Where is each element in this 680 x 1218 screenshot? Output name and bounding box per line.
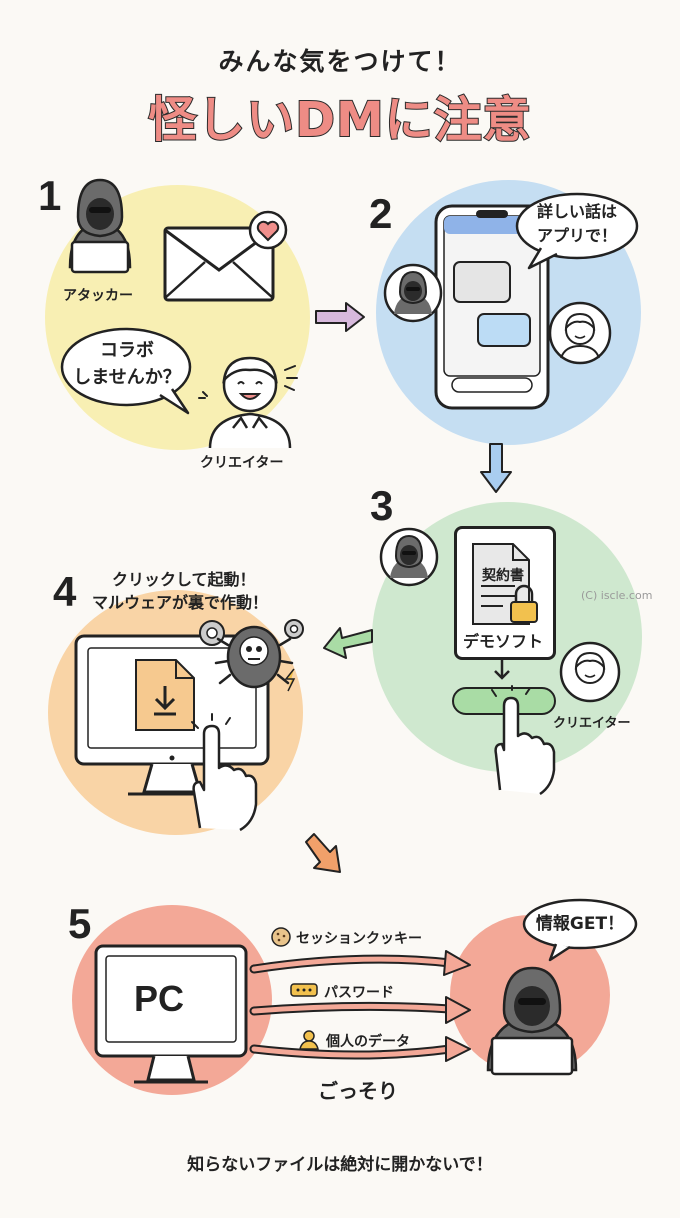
step4-caption-line1: クリックして起動！ <box>112 570 256 589</box>
attacker-avatar-3 <box>379 527 439 587</box>
attacker-avatar-2 <box>383 263 443 323</box>
password-label: パスワード <box>324 985 394 1001</box>
bubble-1-line-1: コラボ しませんか？ <box>73 340 181 388</box>
session-cookie-label: セッションクッキー <box>296 931 422 947</box>
step-number-5: 5 <box>68 900 92 947</box>
creator-avatar-3 <box>559 641 621 703</box>
file-download-icon <box>135 659 195 731</box>
bubble-2-text: 詳しい話は アプリで！ <box>536 202 617 245</box>
software-label: デモソフト <box>462 632 543 651</box>
data-flow-arrows <box>249 950 471 1062</box>
mail-heart-icon <box>163 210 288 302</box>
step-number-4: 4 <box>53 568 77 615</box>
speech-bubble-2 <box>515 192 639 270</box>
bubble-text-2: 詳しい話は アプリで！ <box>517 200 637 248</box>
sneak-label: ごっそり <box>318 1079 398 1103</box>
bubble-text-1: コラボ しませんか？ <box>62 337 192 391</box>
footer-warning: 知らないファイルは絶対に開かないで！ <box>187 1155 493 1175</box>
subtitle: みんな気をつけて！ <box>218 47 462 76</box>
person-data-icon <box>299 1030 319 1050</box>
creator-happy-icon <box>198 356 298 449</box>
step-number-2: 2 <box>369 190 393 237</box>
arrow-step1-to-2 <box>315 302 365 332</box>
arrow-step4-to-5 <box>305 833 341 873</box>
step-number-3: 3 <box>370 482 394 529</box>
personal-data-label: 個人のデータ <box>326 1034 410 1050</box>
bubble-text-5: 情報GET！ <box>535 914 625 934</box>
page-title: 怪しいDMに注意 <box>147 91 532 149</box>
cookie-icon <box>271 927 291 947</box>
attacker-label: アタッカー <box>63 288 133 304</box>
creator-label-1: クリエイター <box>200 455 284 471</box>
smartphone-icon <box>434 204 550 410</box>
download-arrow-icon <box>494 660 510 680</box>
pointing-hand-icon-3 <box>491 685 556 796</box>
contract-document-icon <box>472 543 538 625</box>
speech-bubble-1 <box>60 327 192 415</box>
contract-label: 契約書 <box>482 568 524 584</box>
attacker-icon-5 <box>486 966 578 1076</box>
speech-bubble-5 <box>522 898 638 962</box>
monitor-icon-5 <box>94 944 248 1084</box>
arrow-step2-to-3 <box>480 443 512 493</box>
pc-label: PC <box>134 978 185 1019</box>
step4-caption-line2: マルウェアが裏で作動！ <box>92 593 269 612</box>
step-number-1: 1 <box>38 172 62 219</box>
password-field-icon <box>290 983 318 997</box>
creator-avatar-2 <box>548 301 612 365</box>
attacker-icon <box>68 178 132 274</box>
malware-bug-icon <box>199 619 304 692</box>
creator-label-3: クリエイター <box>553 716 631 731</box>
pointing-hand-icon-4 <box>191 713 258 832</box>
copyright-watermark: (C) iscle.com <box>581 589 653 602</box>
arrow-step3-to-4 <box>323 627 373 659</box>
